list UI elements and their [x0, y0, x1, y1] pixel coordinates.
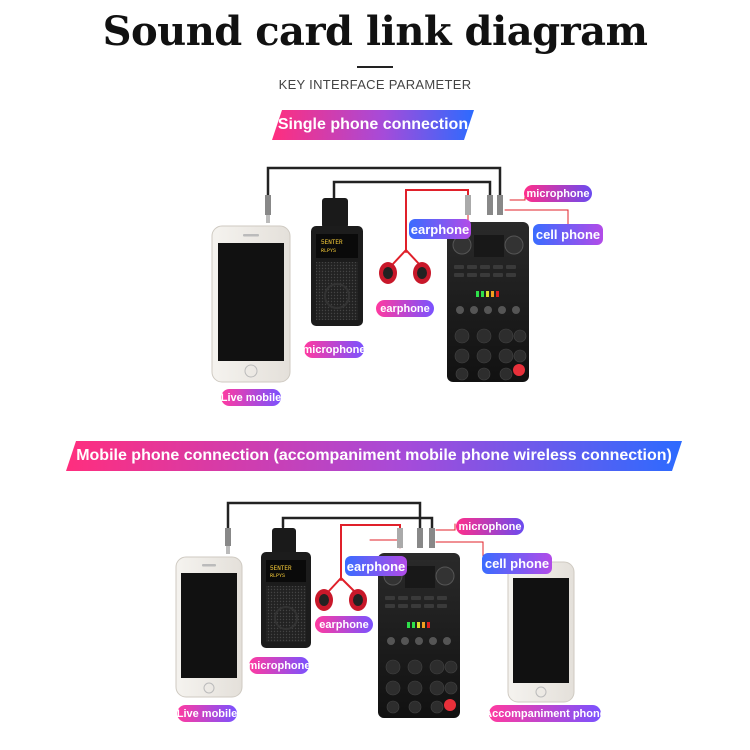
earphones-1	[379, 262, 431, 284]
svg-text:5ENTER: 5ENTER	[270, 565, 292, 572]
accompaniment-phone	[507, 561, 575, 703]
label-earphone-bottom-1: earphone	[376, 300, 434, 317]
label-microphone-bottom-1: microphone	[303, 341, 365, 358]
title-underline	[357, 66, 393, 68]
label-live-mobile-2: Live mobile	[177, 705, 237, 722]
label-accompaniment-phone: Accompaniment phone	[484, 705, 606, 722]
label-earphone-bottom-2: earphone	[315, 616, 373, 633]
svg-text:RLPYS: RLPYS	[270, 573, 285, 579]
label-microphone-top-2: microphone	[456, 518, 524, 535]
svg-text:RLPYS: RLPYS	[321, 248, 336, 254]
microphone-device-2: 5ENTER RLPYS	[261, 528, 311, 648]
banner-mobile-connection: Mobile phone connection (accompaniment m…	[66, 441, 682, 471]
banner-2-shape	[66, 441, 682, 471]
live-mobile-phone-1	[211, 225, 291, 383]
earphones-2	[315, 589, 367, 611]
svg-text:5ENTER: 5ENTER	[321, 239, 343, 246]
microphone-device-1: 5ENTER RLPYS	[311, 198, 363, 326]
banner-mobile-connection-text: Mobile phone connection (accompaniment m…	[76, 447, 672, 464]
label-earphone-top-1: earphone	[409, 219, 471, 239]
label-earphone-top-2: earphone	[345, 556, 407, 576]
label-microphone-bottom-2: microphone	[248, 657, 310, 674]
live-mobile-phone-2	[175, 556, 243, 698]
label-cell-phone-1: cell phone	[533, 224, 603, 245]
label-cell-phone-2: cell phone	[482, 553, 552, 574]
banner-single-phone-text: Single phone connection	[277, 116, 469, 133]
page-title: Sound card link diagram	[102, 8, 648, 55]
banner-1-shape	[272, 110, 474, 140]
sound-card-1	[447, 222, 529, 382]
label-microphone-top-1: microphone	[524, 185, 592, 202]
banner-single-phone: Single phone connection	[272, 110, 474, 140]
label-live-mobile-1: Live mobile	[221, 389, 281, 406]
sound-card-2	[378, 553, 460, 718]
page-subtitle: KEY INTERFACE PARAMETER	[278, 77, 472, 92]
